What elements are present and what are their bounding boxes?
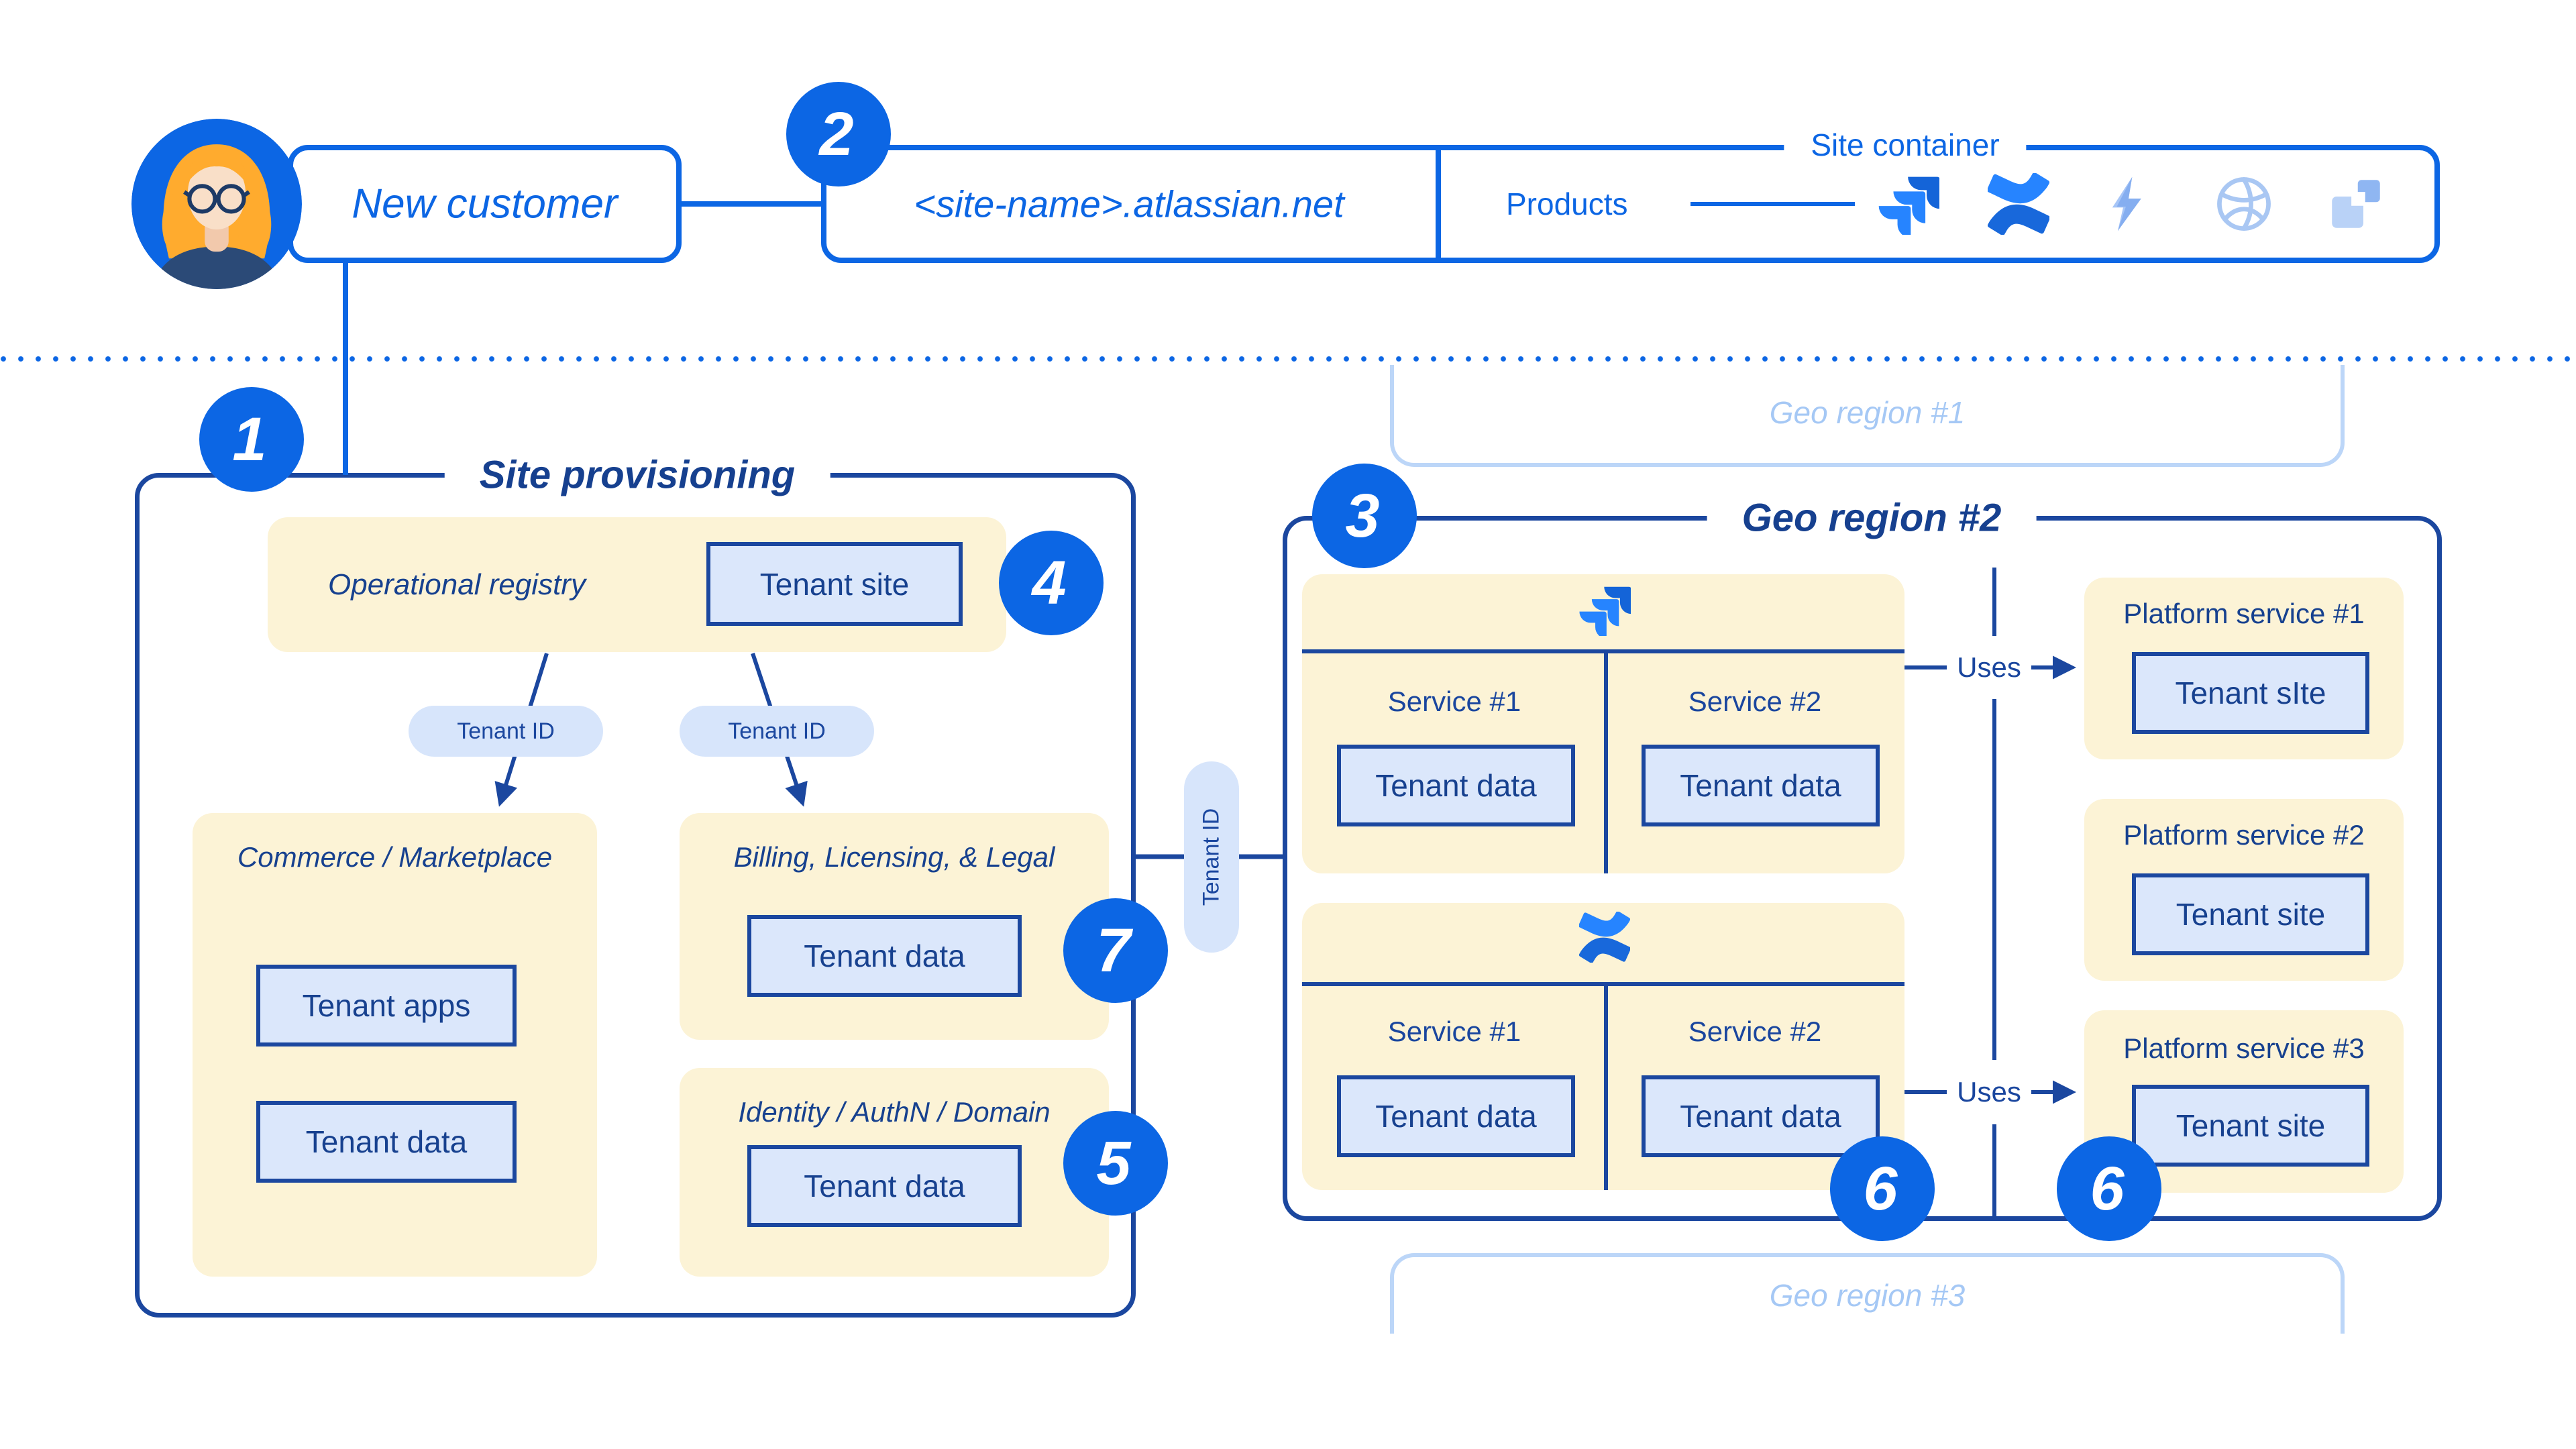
lightning-icon [2095,170,2162,237]
confluence-block-divider [1302,982,1904,986]
tenant-site-box: Tenant site [706,542,963,626]
confluence-service-1-tenant-data-box: Tenant data [1337,1075,1575,1157]
confluence-service-1-tenant-data-label: Tenant data [1375,1099,1537,1134]
identity-authn-title: Identity / AuthN / Domain [738,1096,1051,1128]
tenant-id-pill-right: Tenant ID [680,706,874,757]
step-badge-3: 3 [1312,464,1417,568]
tenant-id-pill-right-label: Tenant ID [728,718,826,744]
billing-tenant-data-box: Tenant data [747,915,1022,997]
site-container-box [821,145,2440,263]
jira-service-1-tenant-data-label: Tenant data [1375,768,1537,803]
step-badge-6-left: 6 [1830,1136,1935,1241]
operational-registry-panel: Operational registry Tenant site [268,517,1006,652]
operational-registry-label: Operational registry [328,568,586,601]
customer-avatar-illustration [131,119,302,289]
step-badge-4-number: 4 [1032,549,1067,617]
step-badge-3-number: 3 [1345,482,1380,550]
tenant-apps-box: Tenant apps [256,965,517,1046]
step-badge-5-number: 5 [1096,1129,1131,1197]
confluence-service-2-tenant-data-box: Tenant data [1642,1075,1880,1157]
platform-service-3-tenant-site-label: Tenant site [2176,1108,2326,1143]
jira-service-1-tenant-data-box: Tenant data [1337,745,1575,826]
new-customer-label: New customer [352,180,618,227]
uses-bottom-label: Uses [1957,1076,2021,1108]
platform-service-3-tenant-site-box: Tenant site [2132,1085,2369,1167]
geo-region-1-bracket: Geo region #1 [1390,365,2345,467]
platform-service-2-panel: Platform service #2 Tenant site [2084,799,2404,981]
step-badge-7-number: 7 [1096,916,1131,985]
confluence-icon [1574,907,1635,967]
site-container-title: Site container [1784,127,2027,163]
avatar [131,119,302,289]
identity-authn-panel: Identity / AuthN / Domain Tenant data [680,1068,1109,1277]
billing-licensing-panel: Billing, Licensing, & Legal Tenant data [680,813,1109,1040]
geo-region-1-label: Geo region #1 [1769,395,1966,430]
confluence-icon [1985,170,2052,237]
globe-icon [2210,170,2277,237]
step-badge-7: 7 [1063,898,1168,1003]
confluence-service-1-label: Service #1 [1387,1016,1521,1047]
step-badge-6-left-number: 6 [1863,1155,1898,1223]
geo-region-2-title: Geo region #2 [1707,495,2037,541]
site-provisioning-title: Site provisioning [444,452,830,498]
commerce-marketplace-panel: Commerce / Marketplace Tenant apps Tenan… [193,813,597,1277]
billing-licensing-title: Billing, Licensing, & Legal [733,841,1055,873]
commerce-tenant-data-label: Tenant data [305,1124,468,1159]
geo-region-3-label: Geo region #3 [1769,1278,1966,1313]
confluence-product-block: Service #1 Service #2 Tenant data Tenant… [1302,903,1904,1190]
products-label: Products [1506,186,1628,221]
jira-block-divider [1302,649,1904,653]
identity-tenant-data-label: Tenant data [804,1169,965,1203]
step-badge-1: 1 [199,387,304,492]
tenant-site-label: Tenant site [759,566,910,602]
commerce-tenant-data-box: Tenant data [256,1101,517,1183]
tenant-id-connector-label: Tenant ID [1198,808,1224,906]
jira-service-2-tenant-data-label: Tenant data [1680,768,1841,803]
step-badge-1-number: 1 [232,405,267,474]
step-badge-2: 2 [786,82,891,186]
identity-tenant-data-box: Tenant data [747,1145,1022,1227]
jira-services-divider [1604,649,1608,873]
confluence-service-2-label: Service #2 [1688,1016,1822,1047]
confluence-services-divider [1604,982,1608,1190]
dotted-separator-line [0,356,2576,362]
tenant-apps-label: Tenant apps [302,988,471,1023]
platform-service-2-tenant-site-label: Tenant site [2176,897,2326,932]
tenant-id-connector-pill: Tenant ID [1184,761,1239,953]
blocks-icon [2322,170,2390,237]
uses-top-label: Uses [1957,651,2021,683]
tenant-id-pill-left-label: Tenant ID [457,718,555,744]
step-badge-2-number: 2 [819,100,854,168]
platform-service-1-tenant-site-box: Tenant sIte [2132,652,2369,734]
platform-service-1-tenant-site-label: Tenant sIte [2175,676,2326,710]
platform-service-2-tenant-site-box: Tenant site [2132,873,2369,955]
new-customer-box: New customer [288,145,682,263]
jira-service-2-tenant-data-box: Tenant data [1642,745,1880,826]
jira-service-1-label: Service #1 [1387,686,1521,717]
jira-icon [1574,580,1635,640]
site-name-label: <site-name>.atlassian.net [914,182,1344,225]
platform-service-2-title: Platform service #2 [2123,819,2365,851]
jira-product-block: Service #1 Service #2 Tenant data Tenant… [1302,574,1904,873]
geo-region-3-bracket: Geo region #3 [1390,1253,2345,1334]
step-badge-4: 4 [999,531,1104,635]
tenant-id-pill-left: Tenant ID [409,706,603,757]
site-box-divider [1436,145,1441,263]
step-badge-5: 5 [1063,1111,1168,1216]
jira-service-2-label: Service #2 [1688,686,1822,717]
platform-service-3-title: Platform service #3 [2123,1032,2365,1064]
step-badge-6-right-number: 6 [2090,1155,2125,1223]
billing-tenant-data-label: Tenant data [804,938,965,973]
confluence-service-2-tenant-data-label: Tenant data [1680,1099,1841,1134]
jira-icon [1875,170,1942,237]
commerce-marketplace-title: Commerce / Marketplace [237,841,553,873]
platform-service-1-title: Platform service #1 [2123,598,2365,629]
platform-service-1-panel: Platform service #1 Tenant sIte [2084,578,2404,759]
step-badge-6-right: 6 [2057,1136,2161,1241]
